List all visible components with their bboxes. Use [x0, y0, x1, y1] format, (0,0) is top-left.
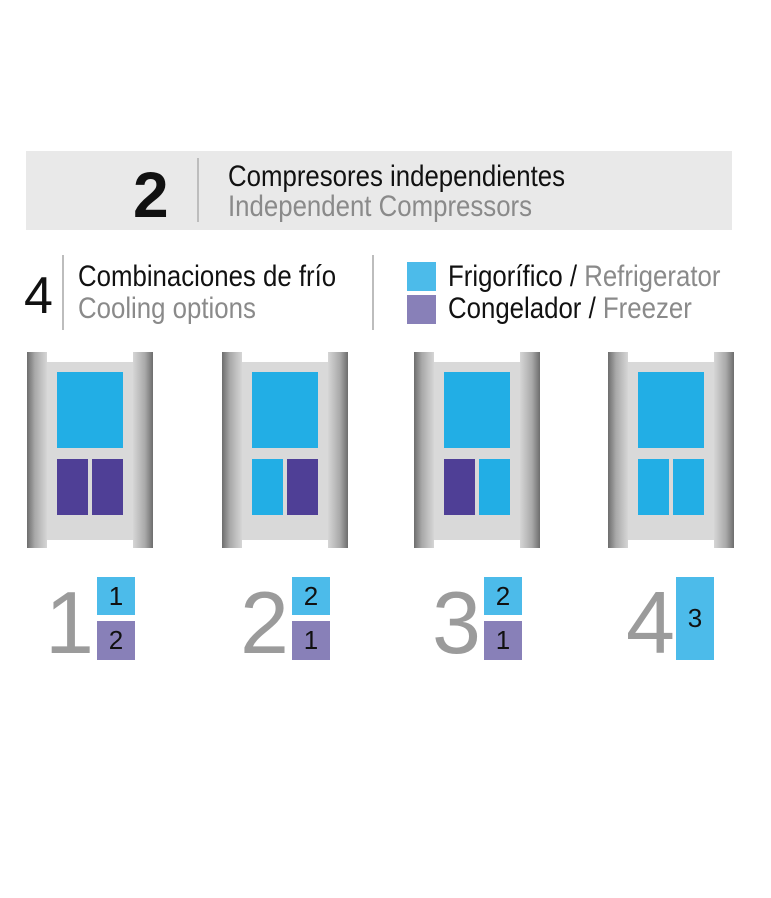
- right-door: [520, 352, 540, 548]
- option-number: 2: [240, 573, 289, 672]
- fridge-interior: [47, 362, 133, 540]
- cooling-label-es: Combinaciones de frío: [78, 260, 378, 294]
- legend-es: Congelador: [448, 292, 582, 325]
- text: Cooling options: [78, 292, 256, 325]
- compressors-label-es: Compresores independientes: [228, 160, 620, 194]
- fridge-interior: [242, 362, 328, 540]
- legend-freezer: Congelador / Freezer: [448, 292, 732, 326]
- text: Combinaciones de frío: [78, 260, 337, 293]
- fridge-count-box: 2: [292, 577, 330, 615]
- text: Compresores independientes: [228, 160, 566, 193]
- divider: [197, 158, 199, 222]
- divider: [372, 255, 374, 330]
- right-door: [328, 352, 348, 548]
- option-number: 4: [626, 573, 675, 672]
- fridge-diagram-option-3: [414, 350, 540, 550]
- bottom-right-drawer: [673, 459, 704, 515]
- compressors-label-en: Independent Compressors: [228, 190, 582, 224]
- option-number: 3: [432, 573, 481, 672]
- fridge-diagram-option-4: [608, 350, 734, 550]
- fridge-interior: [628, 362, 714, 540]
- left-door: [414, 352, 434, 548]
- legend-fridge: Frigorífico / Refrigerator: [448, 260, 765, 294]
- fridge-count-box: 3: [676, 577, 714, 660]
- bottom-left-drawer: [638, 459, 669, 515]
- bottom-right-drawer: [479, 459, 510, 515]
- fridge-diagram-option-1: [27, 350, 153, 550]
- bottom-right-drawer: [92, 459, 123, 515]
- cooling-label-en: Cooling options: [78, 292, 285, 326]
- right-door: [133, 352, 153, 548]
- right-door: [714, 352, 734, 548]
- fridge-interior: [434, 362, 520, 540]
- freezer-count-box: 1: [292, 621, 330, 660]
- freezer-count-box: 2: [97, 621, 135, 660]
- legend-en: Freezer: [602, 292, 692, 325]
- divider: [62, 255, 64, 330]
- top-compartment: [57, 372, 123, 448]
- compressors-count: 2: [133, 159, 169, 231]
- top-compartment: [444, 372, 510, 448]
- legend-swatch-freezer: [407, 295, 436, 324]
- legend-sep: /: [581, 292, 603, 325]
- text: Independent Compressors: [228, 190, 533, 223]
- left-door: [27, 352, 47, 548]
- top-compartment: [252, 372, 318, 448]
- fridge-diagram-option-2: [222, 350, 348, 550]
- top-compartment: [638, 372, 704, 448]
- fridge-count-box: 1: [97, 577, 135, 615]
- bottom-left-drawer: [57, 459, 88, 515]
- left-door: [222, 352, 242, 548]
- cooling-count: 4: [24, 267, 53, 325]
- legend-es: Frigorífico: [448, 260, 563, 293]
- bottom-right-drawer: [287, 459, 318, 515]
- bottom-left-drawer: [252, 459, 283, 515]
- option-number: 1: [45, 573, 94, 672]
- bottom-left-drawer: [444, 459, 475, 515]
- legend-en: Refrigerator: [584, 260, 721, 293]
- compressors-banner: [26, 151, 732, 230]
- legend-sep: /: [562, 260, 585, 293]
- legend-swatch-fridge: [407, 262, 436, 291]
- fridge-count-box: 2: [484, 577, 522, 615]
- left-door: [608, 352, 628, 548]
- freezer-count-box: 1: [484, 621, 522, 660]
